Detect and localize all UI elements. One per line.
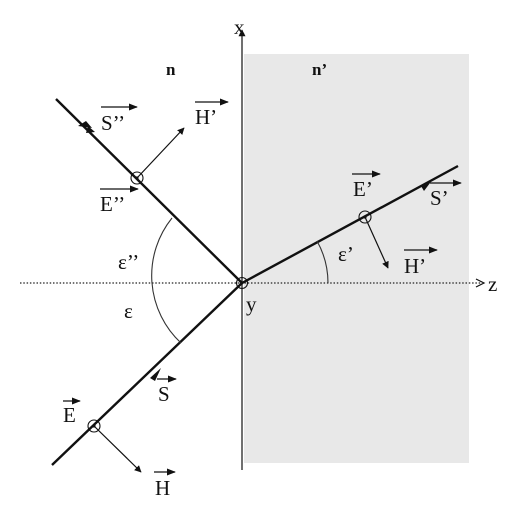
label-E-reflected: E’’ xyxy=(100,185,139,216)
e-field-symbol-incident xyxy=(87,419,101,433)
label-S-refracted: S’ xyxy=(430,179,462,210)
svg-text:S: S xyxy=(158,382,170,406)
refracted-angle-arc xyxy=(316,240,329,284)
svg-text:E: E xyxy=(63,403,76,427)
e-field-symbol-refracted xyxy=(358,210,372,224)
origin-symbol xyxy=(235,276,249,290)
refracted-ray-arrow xyxy=(421,179,433,191)
medium-n-label: n xyxy=(166,60,176,79)
x-axis-label: x xyxy=(234,15,245,39)
incident-angle-arc xyxy=(151,217,182,344)
angle-reflected-label: ε’’ xyxy=(118,250,139,274)
label-S: S xyxy=(157,375,177,406)
label-E: E xyxy=(63,397,81,427)
svg-text:E’: E’ xyxy=(353,177,373,201)
label-E-refracted: E’ xyxy=(352,170,381,201)
reflected-ray-arrow xyxy=(86,126,95,133)
h-vector-incident xyxy=(93,425,142,473)
z-axis-arrowhead xyxy=(475,278,486,288)
y-axis-label: y xyxy=(246,292,257,316)
svg-text:S’’: S’’ xyxy=(101,111,125,135)
label-H-refracted: H’ xyxy=(404,246,438,278)
svg-text:E’’: E’’ xyxy=(100,192,125,216)
svg-text:H’: H’ xyxy=(195,105,217,129)
angle-incident-label: ε xyxy=(124,299,133,323)
h-vector-refracted xyxy=(364,216,389,269)
incident-ray xyxy=(51,282,243,466)
medium-n-prime-label: n’ xyxy=(312,60,327,79)
label-H-reflected: H’ xyxy=(195,98,229,129)
label-S-reflected: S’’ xyxy=(101,103,138,135)
e-field-symbol-reflected xyxy=(130,171,144,185)
reflected-ray-arrowhead xyxy=(78,121,92,128)
z-axis-label: z xyxy=(488,272,497,296)
h-vector-reflected xyxy=(136,127,185,179)
incident-ray-arrow xyxy=(150,368,161,381)
svg-text:H: H xyxy=(155,476,170,500)
angle-refracted-label: ε’ xyxy=(338,242,354,266)
label-H: H xyxy=(154,468,176,500)
second-medium-region xyxy=(244,54,469,463)
svg-text:H’: H’ xyxy=(404,254,426,278)
svg-text:S’: S’ xyxy=(430,186,449,210)
